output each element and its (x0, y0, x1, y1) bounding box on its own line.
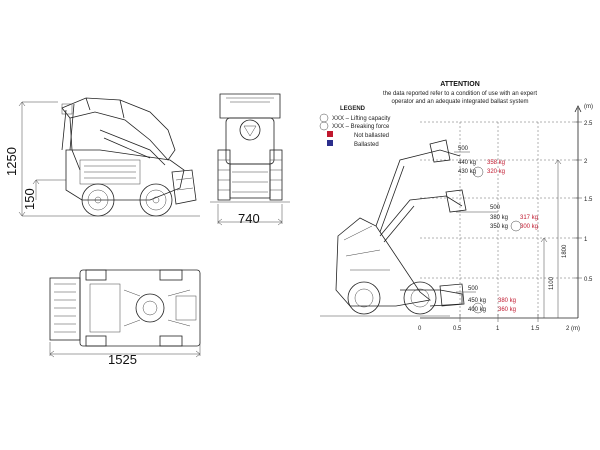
breaking-b-3: 360 kg (498, 307, 516, 313)
lifting-nb-3: 450 kg (468, 298, 486, 304)
y-tick-3: 1.5 (584, 197, 593, 203)
breaking-b-2: 300 kg (520, 224, 538, 230)
lifting-b-3: 400 kg (468, 307, 486, 313)
lifting-b-2: 350 kg (490, 224, 508, 230)
load-chart (320, 105, 582, 322)
y-tick-2: 2 (584, 159, 588, 165)
breaking-force-icon (319, 121, 329, 131)
x-tick-1: 0 (418, 326, 422, 332)
y-tick-4: 1 (584, 237, 588, 243)
front-width-dimension: 740 (238, 211, 260, 226)
side-view-drawing (18, 97, 200, 217)
side-clearance-dimension: 150 (22, 188, 37, 210)
y-tick-1: 2.5 (584, 121, 593, 127)
legend-breaking: XXX – Breaking force (332, 124, 390, 130)
legend-ballasted: Ballasted (354, 142, 379, 148)
breaking-nb-1: 358 kg (487, 160, 505, 166)
legend-lifting: XXX – Lifting capacity (332, 116, 390, 122)
x-tick-5: 2 (m) (566, 326, 580, 332)
lifting-nb-1: 440 kg (458, 160, 476, 166)
y-unit-label: (m) (584, 104, 593, 110)
top-length-dimension: 1525 (108, 352, 137, 367)
reach-label-1: 500 (458, 146, 469, 152)
top-view-drawing (49, 269, 201, 358)
height-dim-1100: 1100 (549, 276, 555, 290)
attention-title: ATTENTION (440, 81, 480, 88)
ballasted-swatch (327, 140, 333, 146)
legend-not-ballasted: Not ballasted (354, 133, 389, 139)
x-tick-2: 0.5 (453, 326, 462, 332)
reach-label-2: 500 (490, 205, 501, 211)
not-ballasted-swatch (327, 131, 333, 137)
lifting-nb-2: 380 kg (490, 215, 508, 221)
y-tick-5: 0.5 (584, 277, 593, 283)
lifting-capacity-icon (319, 113, 329, 123)
x-tick-3: 1 (496, 326, 500, 332)
lifting-b-1: 430 kg (458, 169, 476, 175)
attention-line-2: operator and an adequate integrated ball… (391, 99, 528, 105)
side-height-dimension: 1250 (4, 147, 19, 176)
front-view-drawing (210, 93, 290, 226)
breaking-nb-2: 317 kg (520, 215, 538, 221)
reach-label-3: 500 (468, 286, 479, 292)
breaking-b-1: 320 kg (487, 169, 505, 175)
x-tick-4: 1.5 (531, 326, 540, 332)
height-dim-1800: 1800 (562, 244, 568, 258)
legend-title: LEGEND (340, 106, 366, 112)
breaking-nb-3: 380 kg (498, 298, 516, 304)
attention-line-1: the data reported refer to a condition o… (383, 91, 537, 97)
